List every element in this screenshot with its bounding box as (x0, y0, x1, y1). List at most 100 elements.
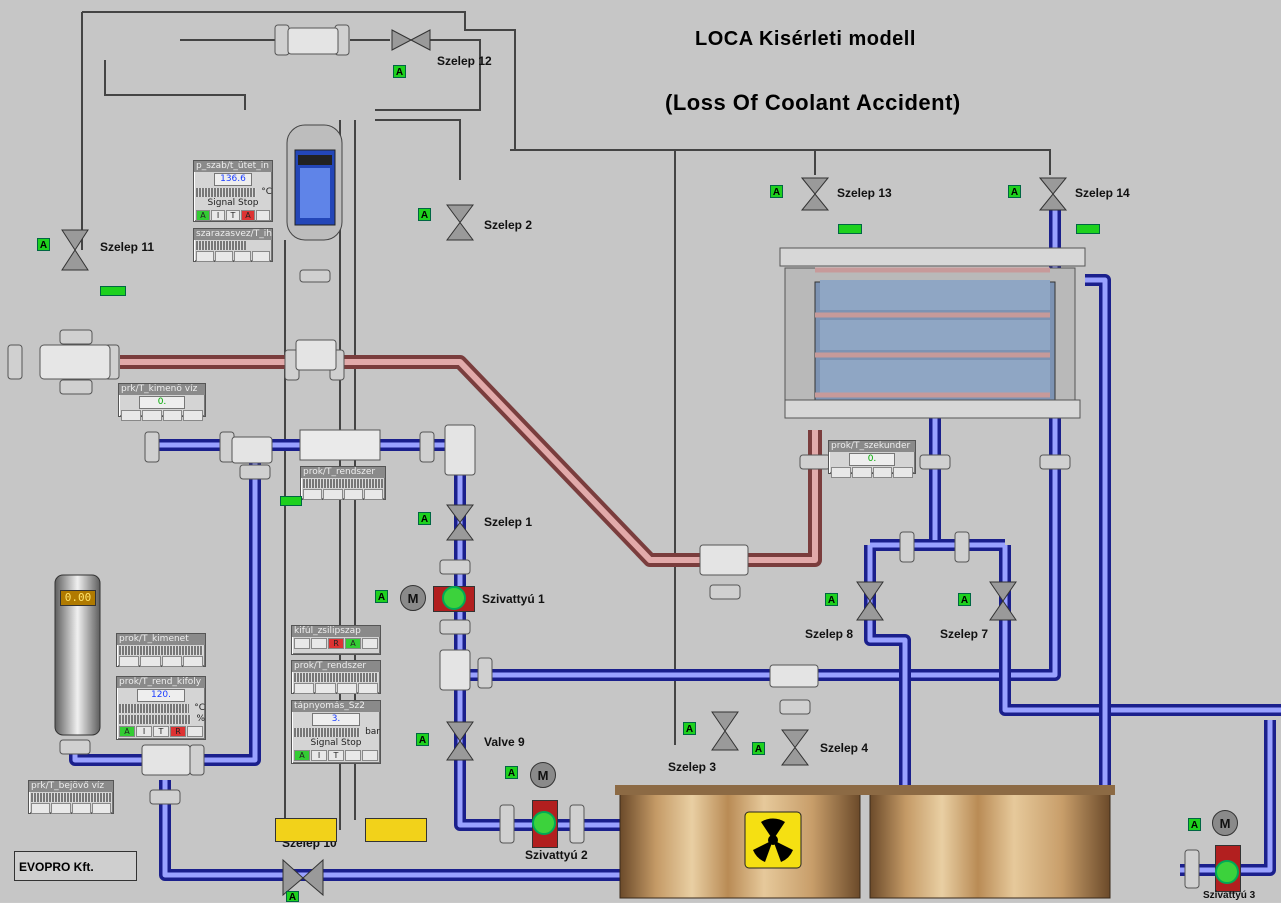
cell[interactable] (71, 803, 91, 814)
cell[interactable] (196, 251, 214, 262)
cell[interactable] (119, 656, 140, 667)
cell[interactable] (345, 750, 361, 761)
panel-mid1-header: kifúl_zsilipszap (292, 626, 380, 637)
cell[interactable] (336, 683, 357, 694)
mode-badge-pump2[interactable]: A (505, 766, 518, 779)
cell[interactable] (162, 410, 183, 421)
cell[interactable] (182, 656, 203, 667)
cell[interactable] (893, 467, 913, 478)
panel-primary-bar (303, 479, 383, 488)
flag-a[interactable]: A (294, 750, 310, 761)
panel-pressure-header: tápnyomás_Sz2 (292, 701, 380, 712)
mode-badge-valve9[interactable]: A (416, 733, 429, 746)
valve-label-szelep2: Szelep 2 (484, 218, 533, 232)
flag-r[interactable]: R (170, 726, 186, 737)
cell[interactable] (323, 489, 343, 500)
mode-badge-szelep3b[interactable]: A (752, 742, 765, 755)
cell[interactable] (233, 251, 252, 262)
cell[interactable] (362, 638, 378, 649)
cell[interactable] (294, 683, 315, 694)
panel-pressure-unit: bar (365, 727, 380, 737)
actuator-left[interactable] (275, 818, 337, 842)
mode-badge-szelep11[interactable]: A (37, 238, 50, 251)
mode-badge-szelep14[interactable]: A (1008, 185, 1021, 198)
pump-label-2: Szivattyú 2 (525, 848, 588, 862)
pump2-rotor-icon[interactable] (532, 811, 556, 835)
cell[interactable] (831, 467, 851, 478)
flag-i[interactable]: I (211, 210, 225, 221)
cell[interactable] (161, 656, 182, 667)
panel-mid2[interactable]: prok/T_rendszer (291, 660, 381, 694)
panel-flow-bar2 (119, 715, 192, 724)
motor-pump2-icon[interactable]: M (530, 762, 556, 788)
flag-i[interactable]: I (311, 750, 327, 761)
cell[interactable] (141, 410, 162, 421)
mode-badge-szelep7[interactable]: A (958, 593, 971, 606)
cell[interactable] (294, 638, 310, 649)
cell[interactable] (315, 683, 336, 694)
panel-hideg-ag[interactable]: prk/T_kimenö víz 0. (118, 383, 206, 421)
cell[interactable] (183, 410, 203, 421)
flag-t[interactable]: T (226, 210, 240, 221)
cell[interactable] (343, 489, 363, 500)
panel-flow-unit2: % (196, 714, 205, 724)
cell[interactable] (214, 251, 233, 262)
panel-secondary[interactable]: prok/T_szekunder 0. (828, 440, 916, 478)
mode-badge-szelep8[interactable]: A (825, 593, 838, 606)
panel-vessel2[interactable]: szarazasvez/T_ih (193, 228, 273, 262)
cell[interactable] (872, 467, 893, 478)
flag-a[interactable]: A (345, 638, 361, 649)
cell[interactable] (851, 467, 872, 478)
flag-t[interactable]: T (153, 726, 169, 737)
cell[interactable] (121, 410, 141, 421)
mode-badge-szelep1[interactable]: A (418, 512, 431, 525)
mode-badge-pump1[interactable]: A (375, 590, 388, 603)
status-bar-primary (280, 496, 302, 506)
pump1-rotor-icon[interactable] (442, 586, 466, 610)
motor-pump1-icon[interactable]: M (400, 585, 426, 611)
pump-label-1: Szivattyú 1 (482, 592, 545, 606)
flag-a[interactable]: A (119, 726, 135, 737)
valve-label-szelep11: Szelep 11 (100, 240, 155, 254)
panel-bejovo[interactable]: prk/T_bejövő víz (28, 780, 114, 814)
actuator-right[interactable] (365, 818, 427, 842)
cell[interactable] (31, 803, 51, 814)
mode-badge-szelep2[interactable]: A (418, 208, 431, 221)
flag-a[interactable]: A (196, 210, 210, 221)
status-bar-szelep11 (100, 286, 126, 296)
mode-badge-szelep13[interactable]: A (770, 185, 783, 198)
cell[interactable] (252, 251, 270, 262)
mode-badge-szelep10[interactable]: A (286, 891, 299, 903)
panel-pressure-bar (294, 728, 361, 737)
panel-primary[interactable]: prok/T_rendszer (300, 466, 386, 500)
valve-label-szelep8: Szelep 8 (805, 627, 854, 641)
cell[interactable] (140, 656, 161, 667)
motor-pump3-icon[interactable]: M (1212, 810, 1238, 836)
flag-t[interactable]: T (328, 750, 344, 761)
company-label: EVOPRO Kft. (14, 851, 137, 881)
cell[interactable] (51, 803, 71, 814)
mode-badge-szelep12[interactable]: A (393, 65, 406, 78)
flag-empty[interactable] (187, 726, 203, 737)
panel-secondary-header: prok/T_szekunder (829, 441, 915, 452)
mode-badge-szelep3a[interactable]: A (683, 722, 696, 735)
cell[interactable] (362, 750, 378, 761)
cell[interactable] (311, 638, 327, 649)
cell[interactable] (363, 489, 383, 500)
cell[interactable] (91, 803, 111, 814)
panel-kimenet[interactable]: prok/T_kimenet (116, 633, 206, 667)
pump3-rotor-icon[interactable] (1215, 860, 1239, 884)
mode-badge-pump3[interactable]: A (1188, 818, 1201, 831)
flag-empty[interactable] (256, 210, 270, 221)
flag-r[interactable]: R (328, 638, 344, 649)
flag-i[interactable]: I (136, 726, 152, 737)
flag-a2[interactable]: A (241, 210, 255, 221)
panel-pressure-status: Signal Stop (310, 738, 362, 748)
panel-vessel-header: p_szab/t_ütet_in (194, 161, 272, 172)
cell[interactable] (357, 683, 378, 694)
cell[interactable] (303, 489, 323, 500)
